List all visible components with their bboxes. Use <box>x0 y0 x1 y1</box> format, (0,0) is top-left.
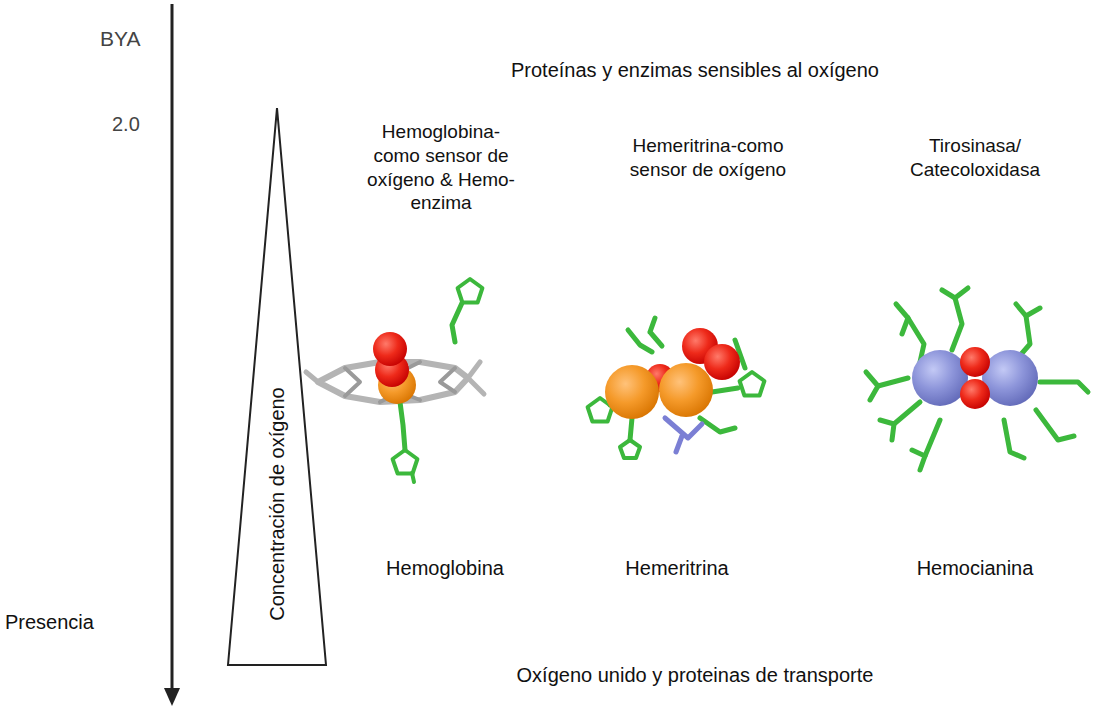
oxygen-atom <box>704 344 740 380</box>
triangle-shape <box>228 108 326 665</box>
histidine-stick <box>878 378 908 386</box>
hemerythrin-model <box>588 318 765 458</box>
histidine-stick <box>908 318 924 362</box>
iron-atom <box>605 365 659 419</box>
time-label: Presencia <box>5 610 135 635</box>
time-axis <box>171 4 174 690</box>
histidine-ring <box>620 440 640 458</box>
histidine-ring <box>896 304 908 334</box>
iron-atom <box>659 363 713 417</box>
column-heading: Hemoglobina- como sensor de oxígeno & He… <box>360 120 522 215</box>
histidine-stick <box>1004 420 1024 458</box>
hemocyanin-model <box>866 288 1088 470</box>
protein-name: Hemeritrina <box>577 556 777 581</box>
histidine-stick <box>925 420 940 456</box>
axis-arrowhead <box>164 688 180 706</box>
axis-caption: Concentración de oxígeno <box>265 387 289 621</box>
histidine-ring <box>740 372 765 396</box>
histidine-stick <box>630 418 632 440</box>
column-heading: Hemeritrina-como sensor de oxígeno <box>608 134 808 182</box>
histidine-ring <box>880 420 894 440</box>
section-heading: Oxígeno unido y proteinas de transporte <box>415 663 975 688</box>
time-value: 2.0 <box>112 112 162 137</box>
copper-atom <box>982 350 1038 406</box>
protein-name: Hemocianina <box>875 556 1075 581</box>
carboxylate-stick <box>665 418 702 452</box>
histidine-ring <box>393 450 418 474</box>
section-heading: Proteínas y enzimas sensibles al oxígeno <box>435 58 955 83</box>
column-heading: Tirosinasa/ Catecoloxidasa <box>900 134 1050 182</box>
histidine-stick <box>412 473 414 482</box>
oxygen-atom <box>960 379 990 409</box>
histidine-stick <box>894 402 920 424</box>
copper-atom <box>912 350 968 406</box>
histidine-ring <box>458 279 483 303</box>
concentration-triangle: Concentración de oxígeno <box>226 106 328 668</box>
histidine-stick <box>712 388 738 392</box>
heme-model <box>306 279 484 482</box>
histidine-stick <box>1036 410 1074 440</box>
histidine-ring <box>866 372 878 400</box>
histidine-ring <box>942 288 968 298</box>
axis-unit: BYA <box>100 26 170 52</box>
histidine-stick <box>400 402 405 450</box>
histidine-stick <box>1040 382 1088 392</box>
oxygen-atom <box>373 332 407 366</box>
oxygen-atom <box>960 347 990 377</box>
histidine-stick <box>952 298 962 350</box>
histidine-ring <box>1016 304 1040 316</box>
histidine-stick <box>452 303 462 342</box>
histidine-ring <box>912 450 925 470</box>
side-chain <box>628 318 662 352</box>
protein-name: Hemoglobina <box>345 556 545 581</box>
